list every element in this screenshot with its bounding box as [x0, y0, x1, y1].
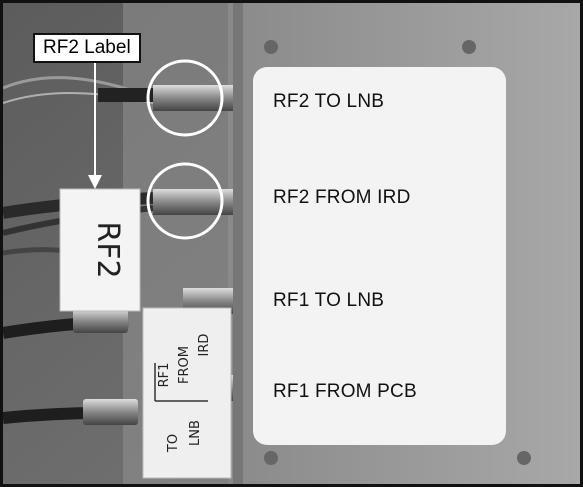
tag-from: FROM — [177, 346, 192, 384]
rf2-label-callout: RF2 Label — [33, 33, 141, 63]
tag-lnb: LNB — [188, 420, 203, 446]
rf2-cable-tag — [59, 188, 141, 312]
callout-arrow-head — [88, 175, 102, 189]
screw — [462, 40, 476, 54]
highlight-circle — [146, 162, 224, 240]
screw — [264, 451, 278, 465]
label-rf1-from-pcb: RF1 FROM PCB — [273, 381, 417, 402]
f-connector — [73, 309, 128, 333]
tag-to: TO — [166, 434, 181, 453]
photo-illustration: RF2 RF1 FROM IRD TO LNB — [3, 3, 580, 484]
label-rf2-to-lnb: RF2 TO LNB — [273, 91, 385, 112]
label-plate — [253, 67, 506, 445]
rf1-cable-tag — [142, 307, 232, 479]
box-edge — [233, 3, 243, 484]
rf2-tag-text: RF2 — [90, 221, 125, 278]
highlight-circle — [146, 59, 224, 137]
f-connector — [83, 399, 138, 425]
label-rf1-to-lnb: RF1 TO LNB — [273, 290, 385, 311]
label-rf2-from-ird: RF2 FROM IRD — [273, 187, 411, 208]
screw — [264, 40, 278, 54]
screw — [517, 451, 531, 465]
tag-ird: IRD — [197, 334, 212, 357]
tag-rf1: RF1 — [157, 363, 172, 388]
